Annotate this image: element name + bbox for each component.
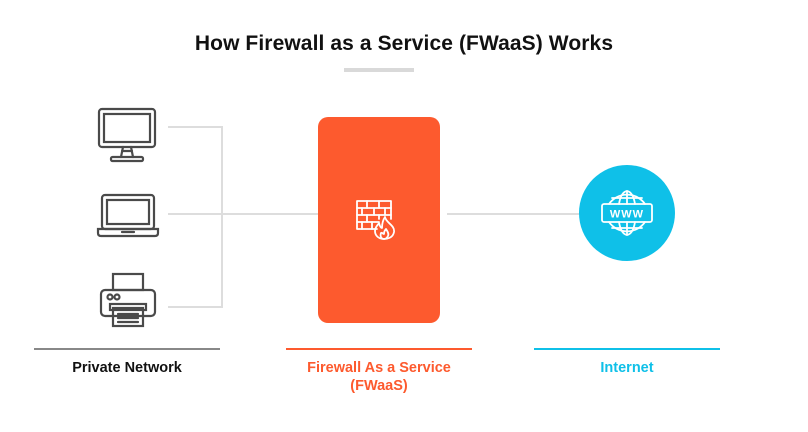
diagram-title: How Firewall as a Service (FWaaS) Works <box>194 32 614 55</box>
private-network-bar <box>34 348 220 350</box>
firewall-bar <box>286 348 472 350</box>
connector-laptop <box>168 213 318 215</box>
connector-printer <box>168 306 223 308</box>
connector-desktop <box>168 126 223 128</box>
connector-vertical <box>221 126 223 308</box>
brick-wall-fire-icon <box>356 200 395 240</box>
www-text: WWW <box>610 209 644 221</box>
firewall-label-line2: (FWaaS) <box>350 378 408 394</box>
connector-firewall-internet <box>447 213 579 215</box>
printer-icon <box>99 272 157 328</box>
firewall-label: Firewall As a Service (FWaaS) <box>284 359 474 395</box>
firewall-label-line1: Firewall As a Service <box>307 360 451 376</box>
internet-label: Internet <box>600 360 654 376</box>
private-network-label: Private Network <box>72 360 182 376</box>
globe-www-icon: WWW <box>601 190 653 236</box>
desktop-monitor-icon <box>97 107 157 163</box>
title-underline <box>344 68 414 72</box>
internet-bar <box>534 348 720 350</box>
internet-circle <box>579 165 675 261</box>
laptop-icon <box>96 193 160 238</box>
firewall-box <box>318 117 440 323</box>
